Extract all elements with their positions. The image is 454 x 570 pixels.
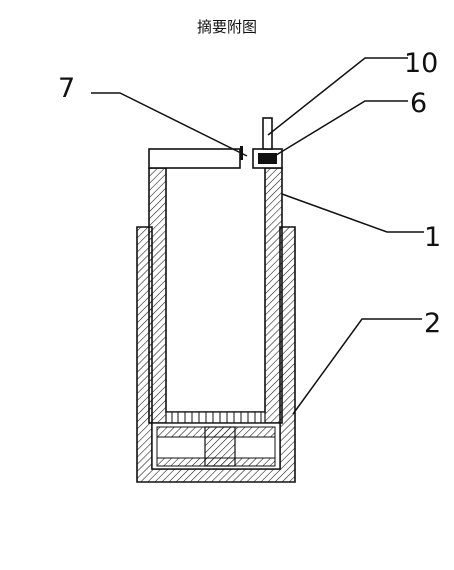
perforated-bottom	[165, 411, 266, 424]
callout-1: 1	[424, 222, 441, 253]
callout-2: 2	[424, 308, 441, 339]
callout-10: 10	[404, 48, 438, 79]
leader-2	[292, 318, 422, 415]
callout-6: 6	[410, 88, 427, 119]
bottom-chamber	[151, 422, 281, 470]
leader-lines	[91, 57, 424, 415]
callout-7: 7	[58, 73, 75, 104]
leader-6	[267, 100, 408, 161]
leader-1	[281, 193, 424, 233]
figure-title: 摘要附图	[196, 18, 257, 36]
lid-plate	[148, 148, 241, 169]
valve-body-inner	[258, 153, 277, 164]
inner-container-wall	[148, 167, 283, 424]
leader-10	[267, 57, 408, 136]
leader-7	[91, 92, 248, 157]
valve-stem	[262, 117, 273, 150]
